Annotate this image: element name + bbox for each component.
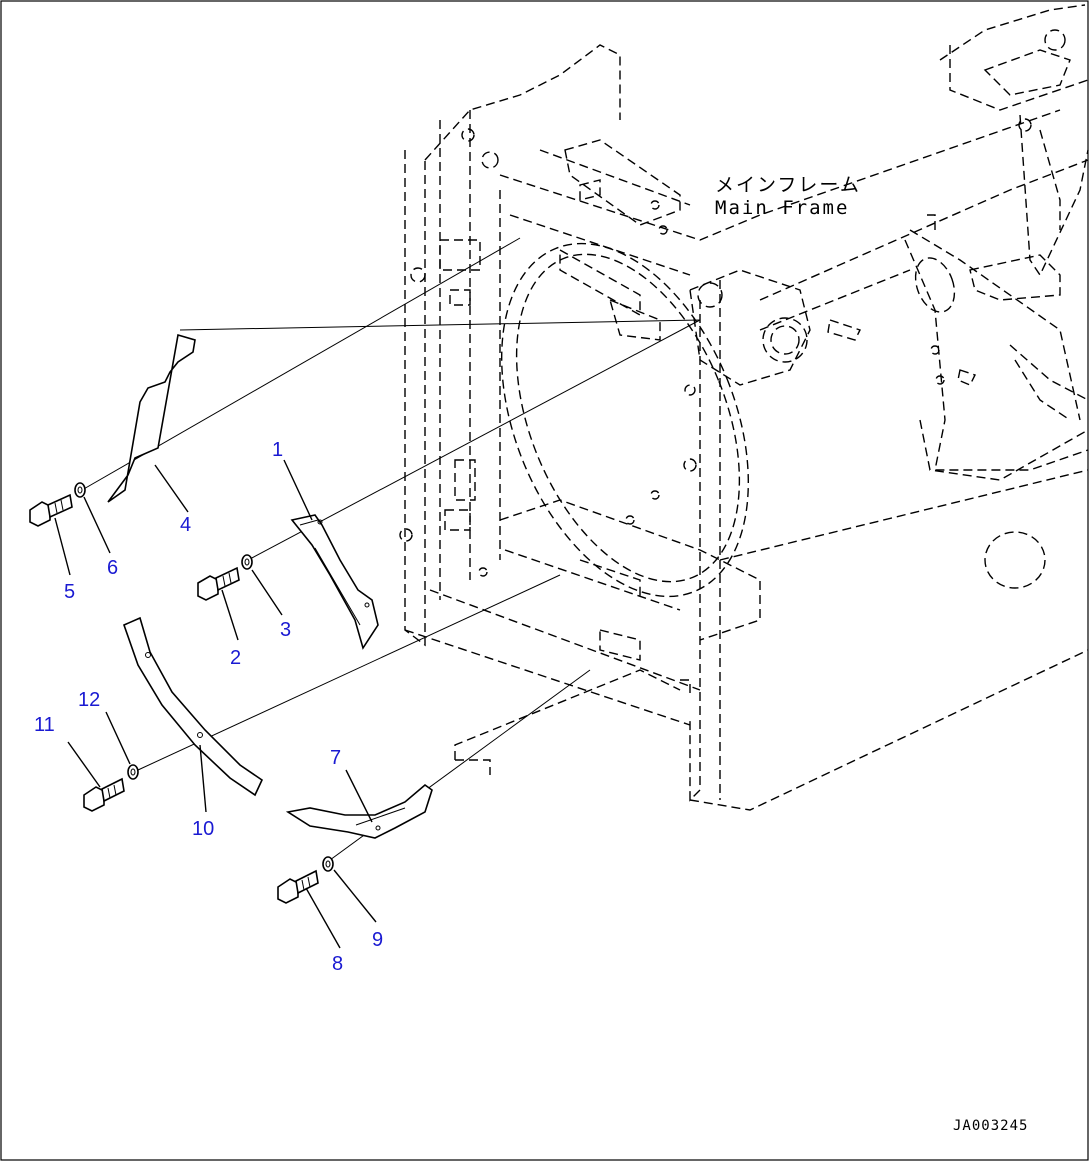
callout-6: 6 [107,557,118,579]
bolt-11 [83,777,125,812]
washer-3 [241,554,253,570]
callout-2: 2 [230,647,241,669]
washer-12 [127,764,139,780]
callout-4: 4 [180,514,191,536]
callout-11: 11 [34,714,55,736]
main-frame-label-en: Main Frame [715,197,849,219]
washer-6 [74,482,86,498]
callout-9: 9 [372,929,383,951]
callout-10: 10 [192,818,214,840]
part-10-strap [122,616,264,797]
leader-lines [54,459,377,949]
projection-lines [81,237,701,861]
callout-7: 7 [330,747,341,769]
callout-8: 8 [332,953,343,975]
washer-9 [322,856,334,872]
part-1-guard [290,514,379,650]
main-frame-drawing [399,4,1089,811]
callout-1: 1 [272,439,283,461]
callout-numbers: 1 2 3 4 5 6 7 8 9 10 11 12 [34,439,383,975]
callout-5: 5 [64,581,75,603]
part-7-shield [285,783,433,839]
callout-3: 3 [280,619,291,641]
part-4-shield [107,333,196,503]
main-frame-label-jp: メインフレーム [715,174,861,196]
bolt-8 [277,869,319,904]
callout-12: 12 [78,689,100,711]
bolt-2 [197,566,240,601]
drawing-code: JA003245 [953,1118,1028,1134]
bolt-5 [29,493,73,527]
